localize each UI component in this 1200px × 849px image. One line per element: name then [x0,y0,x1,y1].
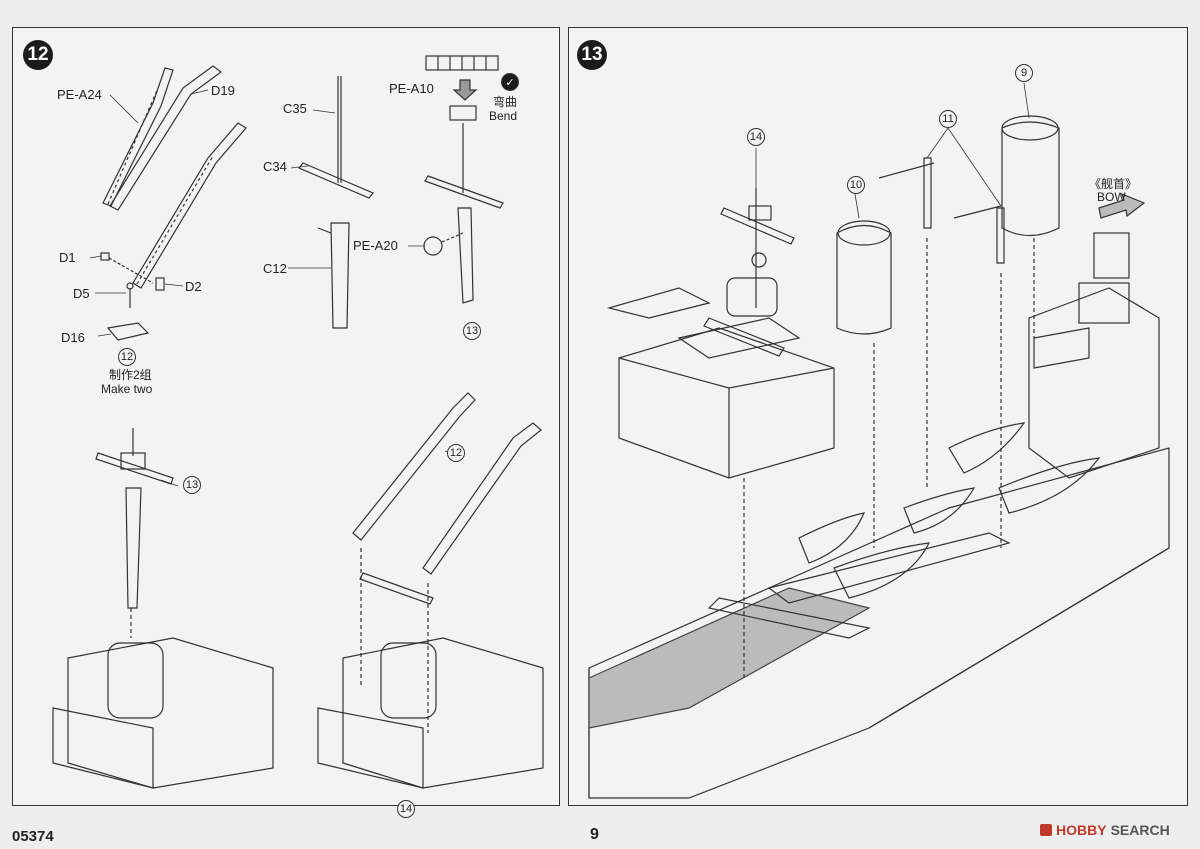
part-label-d5: D5 [73,286,90,301]
bow-label-cn: 《舰首》 [1089,177,1138,191]
funnel-9 [1001,115,1060,338]
part-label-d1: D1 [59,250,76,265]
bend-label-cn: 弯曲 [493,95,518,109]
bend-check-icon: ✓ [501,73,519,91]
detached-deckhouse [606,277,835,678]
bow-label-en: BOW [1097,190,1126,204]
page-number: 9 [590,826,599,843]
watermark-brand: HOBBY [1056,822,1107,838]
lower-right-assembly [317,392,544,789]
mast-14 [720,188,795,308]
watermark-logo-icon [1040,824,1052,836]
ref-circle-13-mast: 13 [463,322,481,340]
product-code: 05374 [12,828,54,845]
ref-circle-11: 11 [939,110,957,128]
part-label-pe-a10: PE-A10 [389,81,434,96]
ref-circle-12-sub: 12 [118,348,136,366]
make-two-label-cn: 制作2组 [109,368,152,382]
ref-circle-10: 10 [847,176,865,194]
mast-parts [298,76,374,329]
bend-label-en: Bend [489,109,518,123]
watermark-suffix: SEARCH [1110,822,1170,838]
lower-left-assembly [52,428,274,789]
part-label-d19: D19 [211,83,235,98]
step-13-drawing [588,82,1170,799]
watermark: HOBBY SEARCH [1040,822,1170,838]
mast-two-parts [423,55,504,304]
ref-circle-9: 9 [1015,64,1033,82]
small-parts [100,252,165,341]
ref-circle-14-bottom: 14 [397,800,415,818]
ship-hull [588,447,1170,799]
part-label-d2: D2 [185,279,202,294]
step-12-badge: 12 [23,40,53,70]
lifeboats [767,422,1101,604]
part-label-pe-a24: PE-A24 [57,87,102,102]
make-two-label-en: Make two [101,382,153,396]
part-label-c12: C12 [263,261,287,276]
step-12-drawing [52,55,544,789]
part-label-d16: D16 [61,330,85,345]
bow-arrow-icon [1098,192,1146,219]
part-label-c35: C35 [283,101,307,116]
step-13-badge: 13 [577,40,607,70]
part-label-c34: C34 [263,159,287,174]
ref-circle-12-crane: 12 [447,444,465,462]
cranes-11 [878,157,1005,548]
leader-lines [755,82,1030,219]
part-label-pe-a20: PE-A20 [353,238,398,253]
ref-circle-14: 14 [747,128,765,146]
ref-circle-13-sub: 13 [183,476,201,494]
step-13-panel: 13 14 10 11 9 《舰首》 BOW [568,27,1188,806]
crane-arm-parts [102,65,247,289]
bow-superstructure [1028,232,1160,479]
funnel-10 [836,220,892,548]
step-12-panel: 12 PE-A24 D19 C35 C34 C12 PE-A10 PE-A20 … [12,27,560,818]
